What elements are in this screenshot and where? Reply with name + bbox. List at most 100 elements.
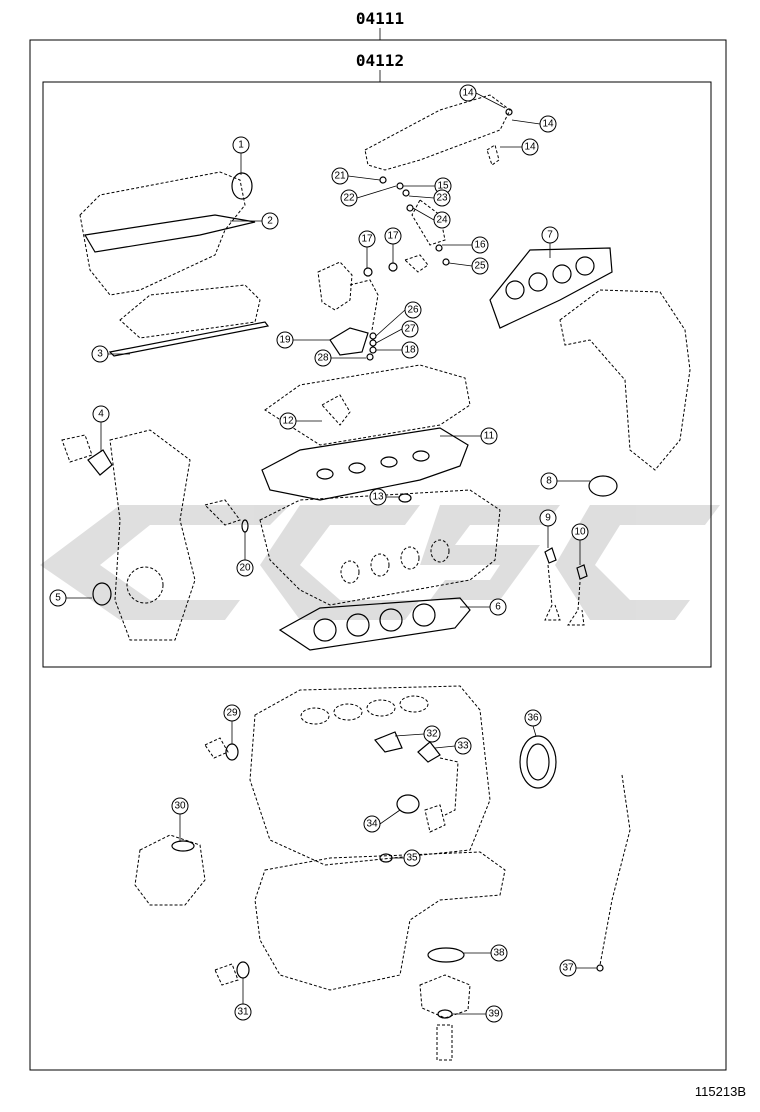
callout-39[interactable]: 39	[452, 1005, 503, 1023]
callout-25[interactable]: 25	[448, 257, 489, 275]
callout-30[interactable]: 30	[171, 797, 189, 842]
svg-text:36: 36	[527, 713, 539, 724]
callout-16[interactable]: 16	[442, 236, 489, 254]
svg-text:16: 16	[474, 240, 486, 251]
svg-text:22: 22	[343, 193, 355, 204]
callout-3[interactable]: 3	[91, 345, 130, 363]
valve-a	[544, 564, 561, 621]
oring-28	[366, 353, 374, 361]
valve-b	[567, 581, 585, 626]
bore-c	[379, 608, 403, 632]
callout-13[interactable]: 13	[369, 488, 399, 506]
svg-text:23: 23	[436, 193, 448, 204]
timing-cover	[109, 429, 196, 641]
callout-22[interactable]: 22	[340, 185, 397, 207]
oil-filler-cap	[321, 394, 351, 426]
callout-17a[interactable]: 17	[358, 230, 376, 268]
cylinder-head	[259, 489, 501, 606]
callout-31[interactable]: 31	[234, 978, 252, 1021]
oil-pan	[254, 851, 506, 991]
water-outlet	[61, 434, 93, 463]
callout-1[interactable]: 1	[232, 136, 250, 175]
cover-gasket	[84, 214, 256, 253]
callout-38[interactable]: 38	[464, 944, 508, 962]
callout-14c[interactable]: 14	[500, 138, 539, 156]
callout-6[interactable]: 6	[460, 598, 507, 616]
svg-text:17: 17	[361, 234, 373, 245]
oring-34	[396, 794, 420, 814]
callout-11[interactable]: 11	[440, 427, 498, 445]
oring-23	[402, 189, 410, 197]
svg-text:8: 8	[546, 476, 552, 487]
callout-36[interactable]: 36	[524, 709, 542, 737]
callout-19[interactable]: 19	[276, 331, 330, 349]
plug-hole-a	[316, 468, 334, 480]
oring-27	[369, 339, 377, 347]
callout-labels: 1 2 3 4 5 6 7 8 9 10 11 12 13 14 14 14 1…	[49, 84, 597, 1023]
callout-20[interactable]: 20	[236, 532, 254, 577]
callout-14a[interactable]: 14	[459, 84, 506, 109]
dipstick-tube	[599, 774, 631, 966]
callout-8[interactable]: 8	[540, 472, 590, 490]
callout-17b[interactable]: 17	[384, 227, 402, 263]
callout-15[interactable]: 15	[403, 177, 452, 195]
plug-hole-b	[348, 462, 366, 474]
port-d	[575, 256, 595, 276]
svg-text:2: 2	[267, 216, 273, 227]
callout-26[interactable]: 26	[375, 301, 422, 337]
sensor-14	[486, 144, 500, 166]
callout-37[interactable]: 37	[559, 959, 597, 977]
svg-text:30: 30	[174, 801, 186, 812]
callout-28[interactable]: 28	[314, 349, 366, 367]
timing-cover-boss	[126, 566, 164, 604]
svg-text:10: 10	[574, 527, 586, 538]
washer-17a	[363, 267, 373, 277]
callout-33[interactable]: 33	[434, 737, 472, 755]
svg-text:14: 14	[462, 88, 474, 99]
oring-26	[369, 332, 377, 340]
callout-12[interactable]: 12	[279, 412, 322, 430]
callout-23[interactable]: 23	[408, 189, 451, 207]
callout-2[interactable]: 2	[230, 212, 279, 230]
oring-25	[442, 258, 450, 266]
callout-29[interactable]: 29	[223, 704, 241, 744]
callout-10[interactable]: 10	[571, 523, 589, 565]
oring-37	[596, 964, 604, 972]
svg-text:39: 39	[488, 1009, 500, 1020]
svg-text:12: 12	[282, 416, 294, 427]
callout-7[interactable]: 7	[541, 226, 559, 258]
svg-text:9: 9	[545, 513, 551, 524]
svg-text:28: 28	[317, 353, 329, 364]
svg-text:20: 20	[239, 563, 251, 574]
svg-text:29: 29	[226, 708, 238, 719]
injector	[411, 199, 446, 246]
svg-text:35: 35	[406, 853, 418, 864]
callout-34[interactable]: 34	[363, 809, 401, 833]
head-gasket-6	[278, 597, 471, 651]
block-bore-a	[300, 707, 330, 725]
callout-32[interactable]: 32	[394, 725, 441, 743]
callout-35[interactable]: 35	[392, 849, 421, 867]
callout-9[interactable]: 9	[539, 509, 557, 548]
callout-27[interactable]: 27	[375, 320, 419, 344]
washer-39	[437, 1009, 453, 1019]
callout-24[interactable]: 24	[412, 207, 451, 229]
outer-group-frame	[29, 39, 727, 1071]
callout-4[interactable]: 4	[92, 405, 110, 452]
head-port-c	[400, 546, 420, 570]
bore-d	[412, 603, 436, 627]
sensor-17	[404, 254, 429, 273]
fuel-rail	[364, 94, 511, 171]
oil-seal-8	[588, 475, 618, 497]
svg-text:13: 13	[372, 492, 384, 503]
inner-group-frame	[42, 81, 712, 668]
callout-21[interactable]: 21	[331, 167, 381, 185]
callout-14b[interactable]: 14	[511, 115, 557, 133]
svg-text:1: 1	[238, 140, 244, 151]
inner-group-code: 04112	[356, 51, 404, 70]
exhaust-gasket-7	[489, 247, 613, 329]
callout-18[interactable]: 18	[376, 341, 419, 359]
svg-text:25: 25	[474, 261, 486, 272]
callout-5[interactable]: 5	[49, 589, 92, 607]
